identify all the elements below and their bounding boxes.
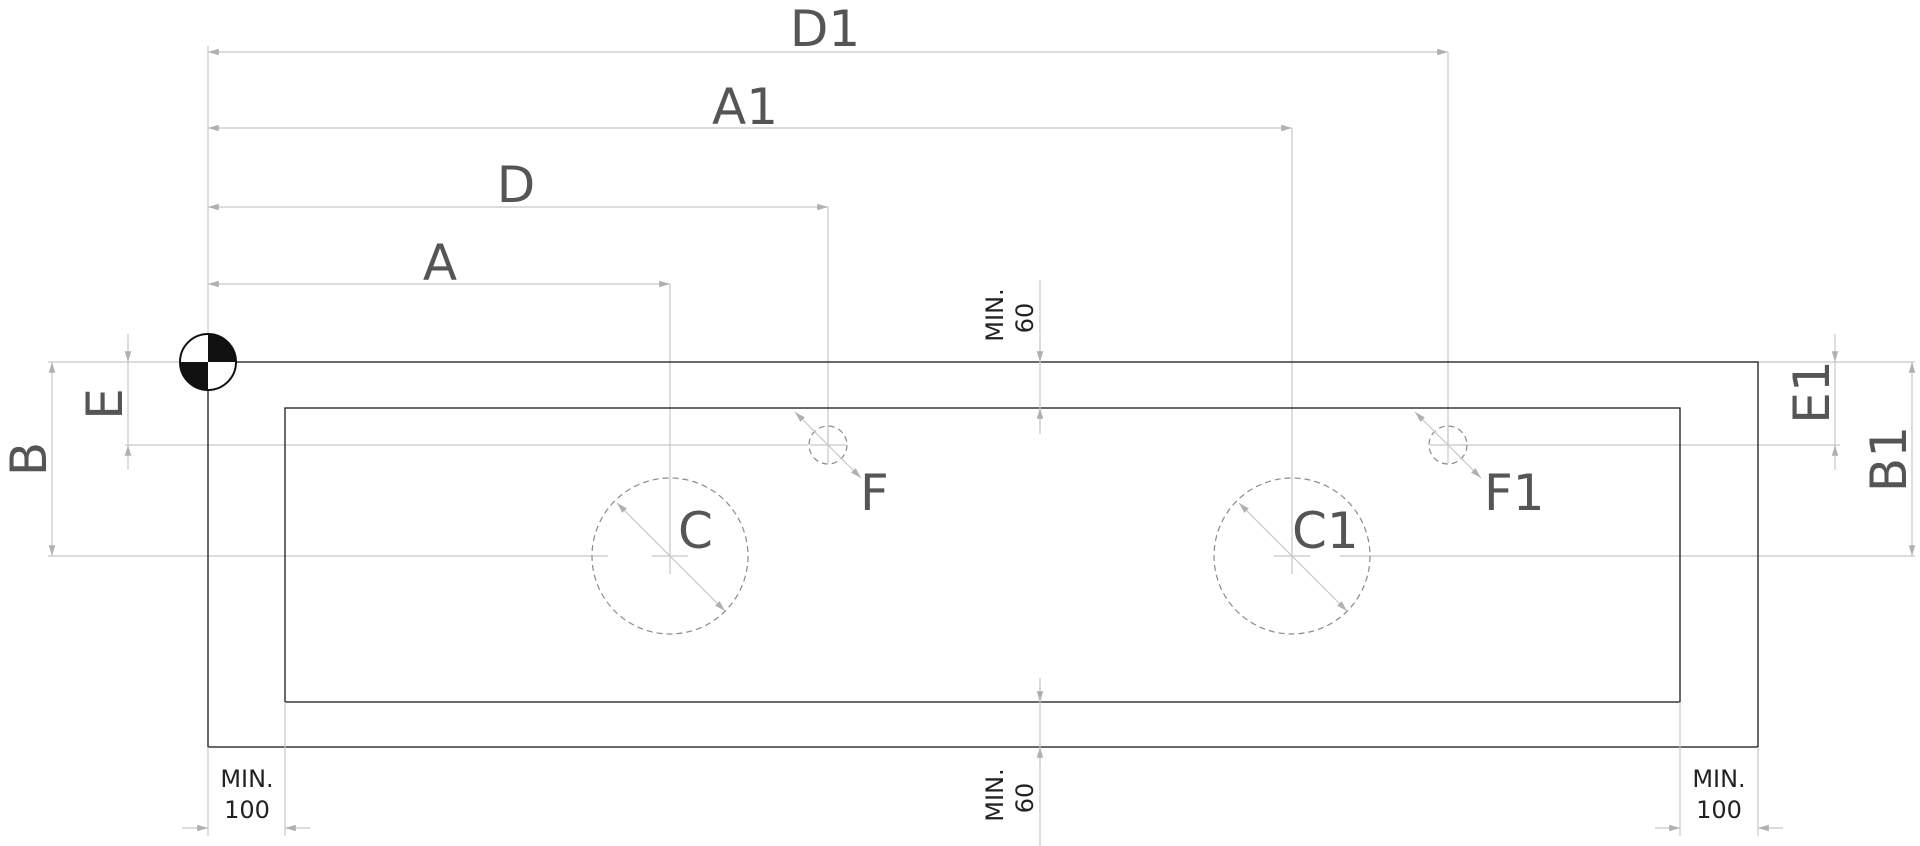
dimension-d1: D1 [208,0,1449,445]
dim-label-a: A [423,234,457,292]
hole-label-f: F [860,464,889,522]
hole-label-f1: F1 [1484,464,1545,522]
hole-c: C [591,477,749,635]
hole-f: F [794,411,889,522]
hole-label-c: C [678,502,713,560]
note-min-100-left: MIN. 100 [182,702,310,836]
dimension-e1: E1 [1783,334,1841,470]
outer-outline [207,361,1759,748]
hole-c1: C1 [1213,477,1371,635]
note-min-60-bottom: MIN. 60 [981,678,1044,846]
dim-label-b1: B1 [1860,426,1918,492]
min-value-left: 100 [224,796,270,824]
dimension-b1: B1 [1860,362,1918,556]
note-min-60-top: MIN. 60 [981,280,1044,434]
dimension-a1: A1 [208,78,1293,556]
min-value-right: 100 [1696,796,1742,824]
dim-label-b: B [0,442,58,476]
dim-label-e: E [76,388,134,420]
dim-label-a1: A1 [712,78,778,136]
note-min-100-right: MIN. 100 [1655,702,1783,836]
hole-label-c1: C1 [1292,502,1359,560]
min-value-bottom: 60 [1011,783,1039,814]
dim-label-e1: E1 [1783,360,1841,423]
inner-cutout [284,407,1681,703]
hole-f1: F1 [1414,411,1545,522]
dimension-d: D [208,156,829,445]
dim-label-d1: D1 [790,0,860,58]
dim-label-d: D [497,156,536,214]
min-label-bottom: MIN. [981,768,1009,821]
dimension-e: E [76,334,134,470]
min-label-top: MIN. [981,288,1009,341]
dimension-a: A [208,234,671,556]
min-label-right: MIN. [1692,765,1745,793]
origin-datum-icon [179,333,237,391]
dimension-b: B [0,362,58,556]
min-value-top: 60 [1011,303,1039,334]
min-label-left: MIN. [220,765,273,793]
